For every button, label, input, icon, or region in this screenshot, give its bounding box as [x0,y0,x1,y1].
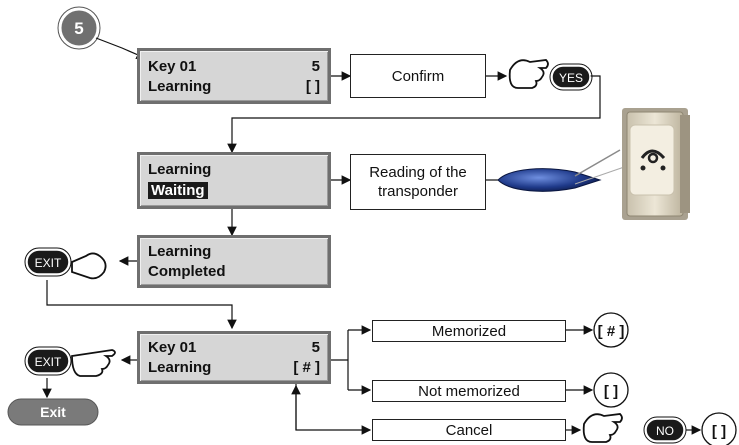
exit-button-bottom[interactable]: EXIT [24,346,116,377]
not-memorized-result: [ ] [593,372,629,408]
no-button-label: NO [656,424,674,438]
no-hand-icon [582,413,623,443]
lcd-completed: Learning Completed [137,235,331,288]
lcd-line2-right: [ ] [305,78,320,95]
lcd-key-result: Key 01 5 Learning [ # ] [137,331,331,384]
lcd-line1: Key 01 [148,58,197,75]
exit-button-top[interactable]: EXIT [24,247,107,280]
connectors [42,37,702,435]
cancel-result: [ ] [701,412,737,445]
cancel-box: Cancel [372,419,566,441]
confirm-box: Confirm [350,54,486,98]
lcd-line2-right: [ # ] [293,359,320,376]
exit-bottom-hand-icon [71,349,116,377]
memorized-result: [ # ] [593,312,629,348]
lcd-line1-right: 5 [311,58,320,75]
exit-pill-label: Exit [40,404,66,420]
transponder-fob-icon [497,149,631,192]
exit-top-label: EXIT [35,256,62,270]
reader-module-icon [622,108,690,220]
lcd-line2: Learning [148,359,212,376]
memorized-result-label: [ # ] [598,323,625,340]
lcd-line1-right: 5 [311,339,320,356]
reading-transponder-box: Reading of the transponder [350,154,486,210]
lcd-line1: Learning [148,243,212,260]
lcd-waiting: Learning Waiting [137,152,331,209]
lcd-key-confirm: Key 01 5 Learning [ ] [137,48,331,104]
lcd-line2: Completed [148,263,226,280]
no-button[interactable]: NO [582,413,687,444]
exit-pill[interactable]: Exit [7,398,99,426]
not-memorized-result-label: [ ] [604,383,618,400]
lcd-line1: Learning [148,161,212,178]
exit-top-hand-icon [71,252,107,280]
yes-button-label: YES [559,71,583,85]
not-memorized-box: Not memorized [372,380,566,402]
yes-button[interactable]: YES [508,59,593,91]
lcd-line2-highlight: Waiting [148,182,208,199]
lcd-line2: Learning [148,78,212,95]
memorized-box: Memorized [372,320,566,342]
yes-hand-icon [508,59,549,89]
step-badge: 5 [57,6,101,50]
cancel-result-label: [ ] [712,423,726,440]
lcd-line1: Key 01 [148,339,197,356]
exit-bottom-label: EXIT [35,355,62,369]
step-badge-label: 5 [74,19,83,38]
